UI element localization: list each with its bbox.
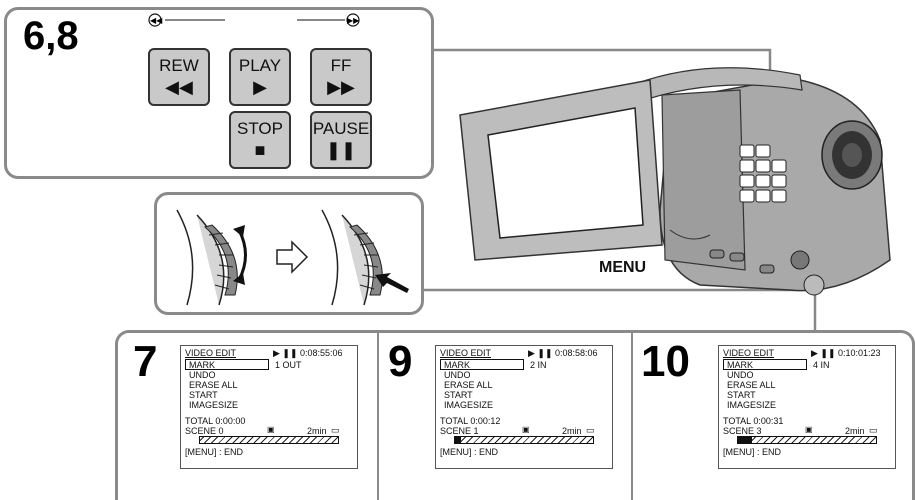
total-time: TOTAL 0:00:31 [723,416,784,426]
screen-title: VIDEO EDIT [440,348,492,358]
screen-title: VIDEO EDIT [723,348,775,358]
total-time: TOTAL 0:00:00 [185,416,246,426]
edit-progress-bar [454,436,594,444]
menu-item[interactable]: UNDO [189,370,216,380]
memory-icon: ▣ [522,425,530,434]
menu-item[interactable]: ERASE ALL [444,380,493,390]
playback-status: ▶ ❚❚ 0:10:01:23 [811,348,881,359]
progress-fill [738,437,752,443]
playback-buttons-panel: 6,8 ◀◀ ▶▶ REW ◀◀ PLAY ▶ FF ▶▶ STOP ■ PAU… [4,7,434,179]
playback-status: ▶ ❚❚ 0:08:58:06 [528,348,598,359]
lcd-screen: VIDEO EDIT ▶ ❚❚ 0:08:58:06 MARK 2 IN UND… [435,345,613,469]
pause-button[interactable]: PAUSE ❚❚ [310,111,372,169]
play-label: PLAY [238,56,282,75]
scene-count: SCENE 1 [440,426,479,436]
battery-icon: ▭ [586,425,595,435]
rew-button[interactable]: REW ◀◀ [148,48,210,106]
scene-count: SCENE 3 [723,426,762,436]
menu-item[interactable]: IMAGESIZE [189,400,239,410]
playback-status: ▶ ❚❚ 0:08:55:06 [273,348,343,359]
menu-item[interactable]: START [727,390,756,400]
memory-icon: ▣ [805,425,813,434]
total-time: TOTAL 0:00:12 [440,416,501,426]
menu-item[interactable]: ERASE ALL [727,380,776,390]
menu-button-label: MENU [599,259,647,276]
rew-label: REW [159,56,199,75]
menu-end-hint: [MENU] : END [185,447,244,457]
camcorder-illustration [459,67,891,296]
menu-item[interactable]: IMAGESIZE [444,400,494,410]
remaining-time: 2min [307,426,327,436]
step-number: 9 [388,337,413,386]
menu-item[interactable]: ERASE ALL [189,380,238,390]
mark-selection-box [440,359,524,370]
divider [631,333,633,500]
lcd-screen: VIDEO EDIT ▶ ❚❚ 0:08:55:06 MARK 1 OUT UN… [180,345,358,469]
mark-value: 4 IN [813,360,830,370]
play-pause-icon: ▶ ❚❚ [273,348,301,358]
battery-icon: ▭ [869,425,878,435]
timecode: 0:08:58:06 [555,348,598,358]
svg-text:◀◀: ◀◀ [150,16,163,25]
fast-forward-icon: ▶▶ [327,77,355,97]
mark-value: 1 OUT [275,360,302,370]
play-icon: ▶ [253,77,267,97]
svg-text:▶▶: ▶▶ [347,16,360,25]
menu-item[interactable]: START [444,390,473,400]
remaining-time: 2min [845,426,865,436]
pause-label: PAUSE [312,119,370,138]
play-pause-icon: ▶ ❚❚ [811,348,839,358]
progress-fill [455,437,461,443]
edit-progress-bar [199,436,339,444]
ff-button[interactable]: FF ▶▶ [310,48,372,106]
menu-end-hint: [MENU] : END [440,447,499,457]
lcd-screen: VIDEO EDIT ▶ ❚❚ 0:10:01:23 MARK 4 IN UND… [718,345,896,469]
divider [377,333,379,500]
control-dial-illustration [176,209,409,306]
menu-item[interactable]: UNDO [444,370,471,380]
timecode: 0:08:55:06 [300,348,343,358]
stop-button[interactable]: STOP ■ [229,111,291,169]
step-number: 10 [641,337,690,386]
scene-count: SCENE 0 [185,426,224,436]
play-pause-icon: ▶ ❚❚ [528,348,556,358]
step-number: 6,8 [23,14,79,58]
menu-item[interactable]: IMAGESIZE [727,400,777,410]
ff-label: FF [330,56,352,75]
mark-selection-box [723,359,807,370]
pause-icon: ❚❚ [325,140,357,160]
tape-direction-indicator: ◀◀ ▶▶ [148,13,360,27]
menu-item-mark[interactable]: MARK [189,360,216,370]
mark-value: 2 IN [530,360,547,370]
screen-title: VIDEO EDIT [185,348,237,358]
menu-item[interactable]: UNDO [727,370,754,380]
menu-item-mark[interactable]: MARK [727,360,754,370]
menu-item[interactable]: START [189,390,218,400]
control-dial-panel [154,192,424,315]
menu-end-hint: [MENU] : END [723,447,782,457]
stop-label: STOP [237,119,283,138]
memory-icon: ▣ [267,425,275,434]
stop-icon: ■ [254,140,266,160]
step-number: 7 [133,337,158,386]
play-button[interactable]: PLAY ▶ [229,48,291,106]
timecode: 0:10:01:23 [838,348,881,358]
edit-progress-bar [737,436,877,444]
menu-item-mark[interactable]: MARK [444,360,471,370]
battery-icon: ▭ [331,425,340,435]
rewind-icon: ◀◀ [165,77,193,97]
remaining-time: 2min [562,426,582,436]
mark-selection-box [185,359,269,370]
